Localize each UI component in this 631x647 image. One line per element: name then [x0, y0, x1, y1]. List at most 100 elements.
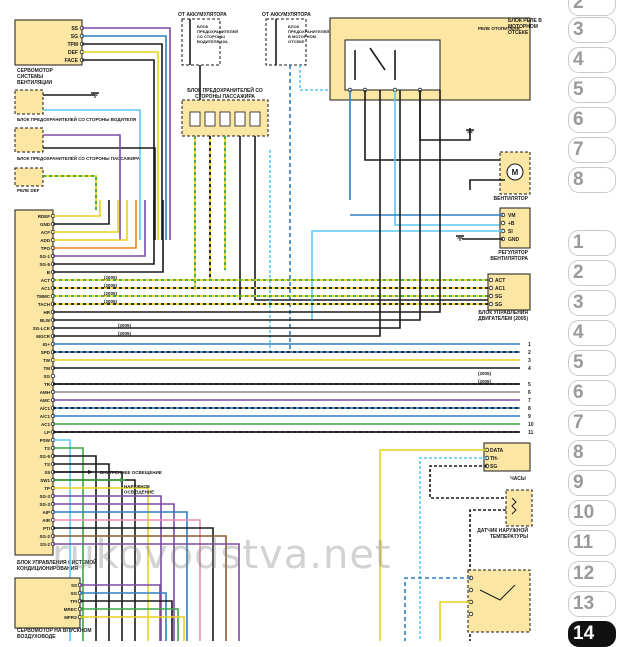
ac-ecu-pin-label: AMH — [40, 390, 50, 395]
page-tab-3[interactable]: 4 — [568, 47, 616, 73]
connector-number-label: 6 — [528, 390, 531, 396]
page-tab-1[interactable]: 2 — [568, 0, 616, 16]
svg-text:БЛОК УПРАВЛЕНИЯ: БЛОК УПРАВЛЕНИЯ — [478, 310, 528, 316]
page-tab-16[interactable]: 9 — [568, 470, 616, 496]
page-tab-19[interactable]: 12 — [568, 561, 616, 587]
page-tab-14[interactable]: 7 — [568, 410, 616, 436]
servo-intake-pin-label: TPI — [70, 599, 77, 604]
ac-ecu-box — [14, 209, 54, 556]
fuse-element — [204, 111, 216, 127]
ac-ecu-pin — [50, 373, 56, 379]
ecu-pin — [488, 301, 494, 307]
page-tab-21[interactable]: 14 — [568, 621, 616, 647]
page-tab-17[interactable]: 10 — [568, 500, 616, 526]
page-tab-20[interactable]: 13 — [568, 591, 616, 617]
servo-intake-wire — [80, 584, 161, 641]
page-tab-18[interactable]: 11 — [568, 530, 616, 556]
page-tab-9[interactable]: 2 — [568, 260, 616, 286]
ac-ecu-pin-label: TP — [44, 486, 50, 491]
clock-data-wire — [379, 449, 487, 641]
ac-ecu-lower-wire — [53, 455, 97, 641]
ac-ecu-pin-label: TMMC — [37, 294, 51, 299]
page-tab-12[interactable]: 5 — [568, 350, 616, 376]
ac-ecu-lower-wire — [53, 503, 175, 641]
year-note: (2005) — [118, 331, 132, 336]
fan-reg-pin-label: +B — [508, 221, 515, 227]
year-note: (2005) — [104, 275, 118, 280]
ac-ecu-pin-label: A/C1 — [40, 414, 51, 419]
svg-text:РЕГУЛЯТОР: РЕГУЛЯТОР — [498, 250, 528, 256]
fuse-element — [249, 111, 261, 127]
from-battery-label-1: ОТ АККУМУЛЯТОРА — [178, 12, 227, 18]
fan-motor-symbol — [506, 163, 524, 181]
page-tab-11[interactable]: 4 — [568, 320, 616, 346]
svg-text:ВОДИТЕЛЯ 10А: ВОДИТЕЛЯ 10А — [197, 39, 228, 44]
ac-ecu-upper-wire — [53, 90, 381, 337]
ac-ecu-pin-label: PSW — [40, 438, 51, 443]
relay-fan-box — [344, 39, 441, 91]
ac-ecu-pin-label: SPD — [41, 350, 51, 355]
page-tab-2[interactable]: 3 — [568, 17, 616, 43]
ac-ecu-feed-wire — [53, 200, 119, 233]
fuse-passenger-wire — [43, 147, 156, 240]
ac-ecu-pin-label: AC1 — [41, 286, 50, 291]
connector-number-label: 1 — [528, 342, 531, 348]
svg-text:СЕРВОМОТОР: СЕРВОМОТОР — [17, 68, 54, 74]
ecu-pin — [488, 285, 494, 291]
fuse-element — [234, 111, 246, 127]
page-tab-10[interactable]: 3 — [568, 290, 616, 316]
ac-ecu-pin-label: GND — [40, 222, 51, 227]
page-tab-7[interactable]: 8 — [568, 167, 616, 193]
svg-text:ОТСЕКЕ: ОТСЕКЕ — [288, 39, 305, 44]
connector-number-label: 3 — [528, 358, 531, 364]
ac-ecu-pin-label: SG-5 — [39, 454, 50, 459]
ac-ecu-pin-label: BLW — [40, 318, 51, 323]
servo-intake-pin-label: MREC — [64, 607, 78, 612]
servo-vent-box — [14, 19, 83, 66]
ac-ecu-pin-label: AIR — [42, 518, 51, 523]
ecu-pin — [488, 277, 494, 283]
ac-ecu-pin-label: SW1 — [40, 478, 50, 483]
mode-switch-box — [467, 569, 531, 633]
clock-box — [483, 442, 531, 472]
fuse-block-driver-small — [181, 18, 221, 66]
servo-intake-wire — [80, 600, 173, 641]
clock-label: ЧАСЫ — [510, 476, 526, 482]
wiring-diagram: SSSGTPMDEFFACEСЕРВОМОТОРСИСТЕМЫВЕНТИЛЯЦИ… — [14, 12, 542, 641]
fan-reg-pin-label: GND — [508, 237, 520, 243]
clock-pin-label: SG — [490, 464, 497, 470]
from-battery-label-2: ОТ АККУМУЛЯТОРА — [262, 12, 311, 18]
ac-ecu-pin-label: SG-1 — [39, 254, 50, 259]
fuse-block-engine-small — [265, 18, 307, 66]
connector-number-label: 4 — [528, 366, 531, 372]
page-tab-15[interactable]: 8 — [568, 440, 616, 466]
page-tab-8[interactable]: 1 — [568, 230, 616, 256]
connector-number-label: 10 — [528, 422, 534, 428]
ac-ecu-pin-label: TW — [43, 358, 51, 363]
ac-ecu-pin-label: ACF — [41, 230, 50, 235]
svg-text:ПРЕДОХРАНИТЕЛЕЙ: ПРЕДОХРАНИТЕЛЕЙ — [197, 29, 238, 34]
engine-fuse-wire — [299, 65, 330, 91]
ac-ecu-pin-label: SG-3 — [39, 494, 50, 499]
page-tab-5[interactable]: 6 — [568, 107, 616, 133]
year-note: (2005) — [478, 379, 492, 384]
servo-intake-pin-label: MFRS — [64, 615, 77, 620]
page-tab-13[interactable]: 6 — [568, 380, 616, 406]
servo-intake-wire — [80, 616, 185, 641]
page-tab-4[interactable]: 5 — [568, 77, 616, 103]
servo-vent-pin-label: FACE — [65, 58, 79, 64]
page-tab-6[interactable]: 7 — [568, 137, 616, 163]
clock-sg-wire — [429, 465, 505, 499]
ac-ecu-lower-wire — [53, 535, 227, 641]
connector-number-label: 7 — [528, 398, 531, 404]
servo-vent-pin-label: DEF — [68, 50, 78, 56]
svg-text:ОСВЕЩЕНИЕ: ОСВЕЩЕНИЕ — [124, 490, 154, 495]
servo-intake-wire — [80, 592, 167, 641]
svg-text:ДАТЧИК НАРУЖНОЙ: ДАТЧИК НАРУЖНОЙ — [477, 526, 528, 534]
